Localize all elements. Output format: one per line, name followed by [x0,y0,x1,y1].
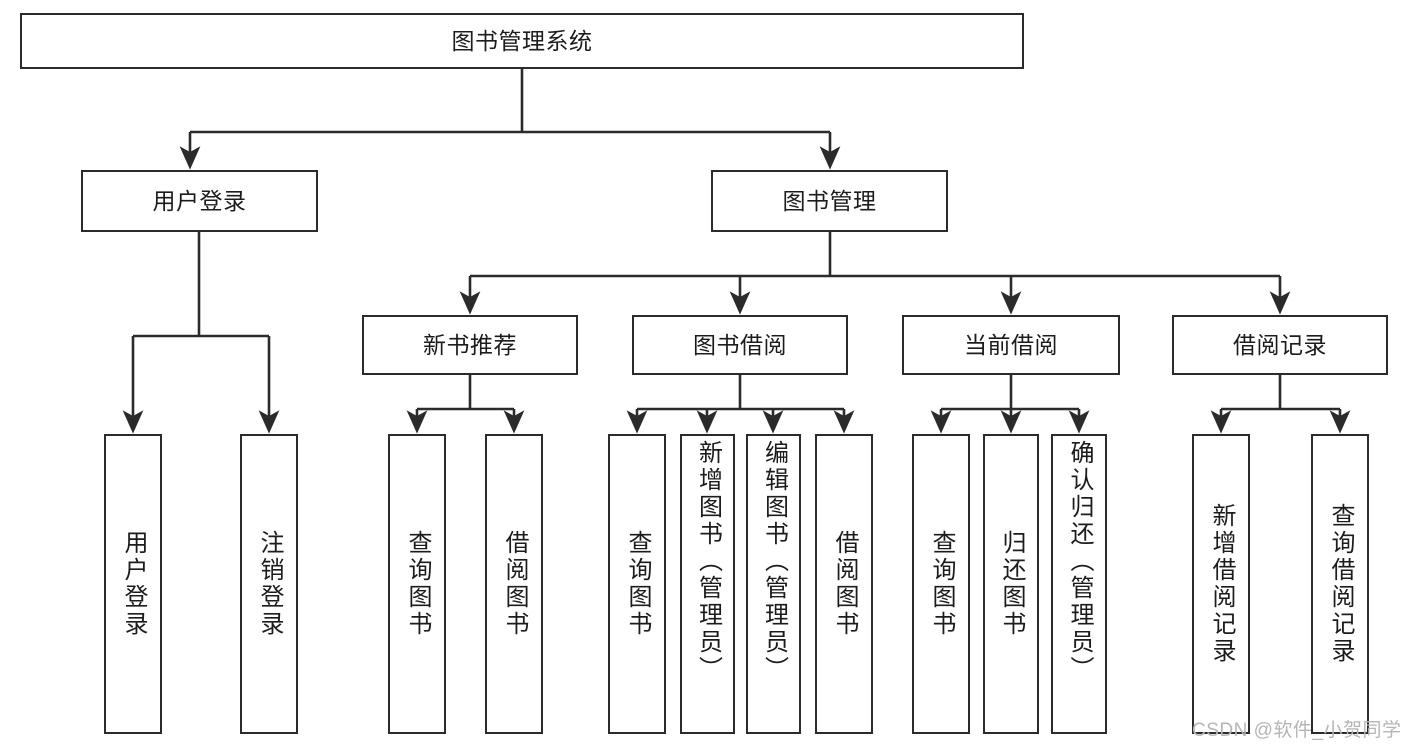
node-leaf-borrow-book-2-label: 借阅图书 [831,530,858,638]
csdn-watermark: CSDN @软件_小贺同学 [1192,720,1402,741]
node-leaf-return-book[interactable]: 归还图书 [983,434,1039,734]
node-user-login[interactable]: 用户登录 [81,170,318,232]
node-book-borrow[interactable]: 图书借阅 [632,315,848,375]
node-new-book-recommend-label: 新书推荐 [423,331,517,358]
node-leaf-user-login[interactable]: 用户登录 [104,434,162,734]
node-leaf-logout[interactable]: 注销登录 [240,434,298,734]
node-leaf-logout-label: 注销登录 [256,530,283,638]
node-leaf-borrow-book-1[interactable]: 借阅图书 [485,434,543,734]
node-leaf-query-book-2[interactable]: 查询图书 [608,434,666,734]
node-book-management-label: 图书管理 [782,187,877,214]
node-leaf-query-book-2-label: 查询图书 [624,530,651,638]
node-leaf-return-book-label: 归还图书 [998,530,1025,638]
node-leaf-add-record-label: 新增借阅记录 [1208,503,1235,665]
node-leaf-query-book-1[interactable]: 查询图书 [388,434,446,734]
node-leaf-edit-book[interactable]: 编辑图书（管理员） [746,434,801,734]
node-leaf-edit-book-label: 编辑图书（管理员） [760,440,788,683]
node-leaf-borrow-book-2[interactable]: 借阅图书 [815,434,873,734]
node-current-borrow-label: 当前借阅 [964,331,1058,358]
node-leaf-query-book-1-label: 查询图书 [404,530,431,638]
node-leaf-borrow-book-1-label: 借阅图书 [501,530,528,638]
node-user-login-label: 用户登录 [152,187,247,214]
node-root-system-label: 图书管理系统 [451,27,593,54]
node-leaf-query-book-3-label: 查询图书 [928,530,955,638]
node-leaf-query-book-3[interactable]: 查询图书 [912,434,970,734]
node-borrow-record-label: 借阅记录 [1233,331,1327,358]
node-current-borrow[interactable]: 当前借阅 [902,315,1120,375]
node-leaf-query-record-label: 查询借阅记录 [1327,503,1354,665]
node-borrow-record[interactable]: 借阅记录 [1172,315,1388,375]
node-leaf-confirm-return[interactable]: 确认归还（管理员） [1051,434,1107,734]
node-leaf-user-login-label: 用户登录 [120,530,147,638]
node-root-system[interactable]: 图书管理系统 [20,13,1024,69]
node-leaf-add-book-label: 新增图书（管理员） [694,440,722,683]
node-leaf-add-book[interactable]: 新增图书（管理员） [680,434,735,734]
node-new-book-recommend[interactable]: 新书推荐 [362,315,578,375]
node-book-borrow-label: 图书借阅 [693,331,787,358]
node-leaf-query-record[interactable]: 查询借阅记录 [1311,434,1369,734]
node-leaf-add-record[interactable]: 新增借阅记录 [1192,434,1250,734]
node-book-management[interactable]: 图书管理 [711,170,948,232]
node-leaf-confirm-return-label: 确认归还（管理员） [1066,440,1093,683]
